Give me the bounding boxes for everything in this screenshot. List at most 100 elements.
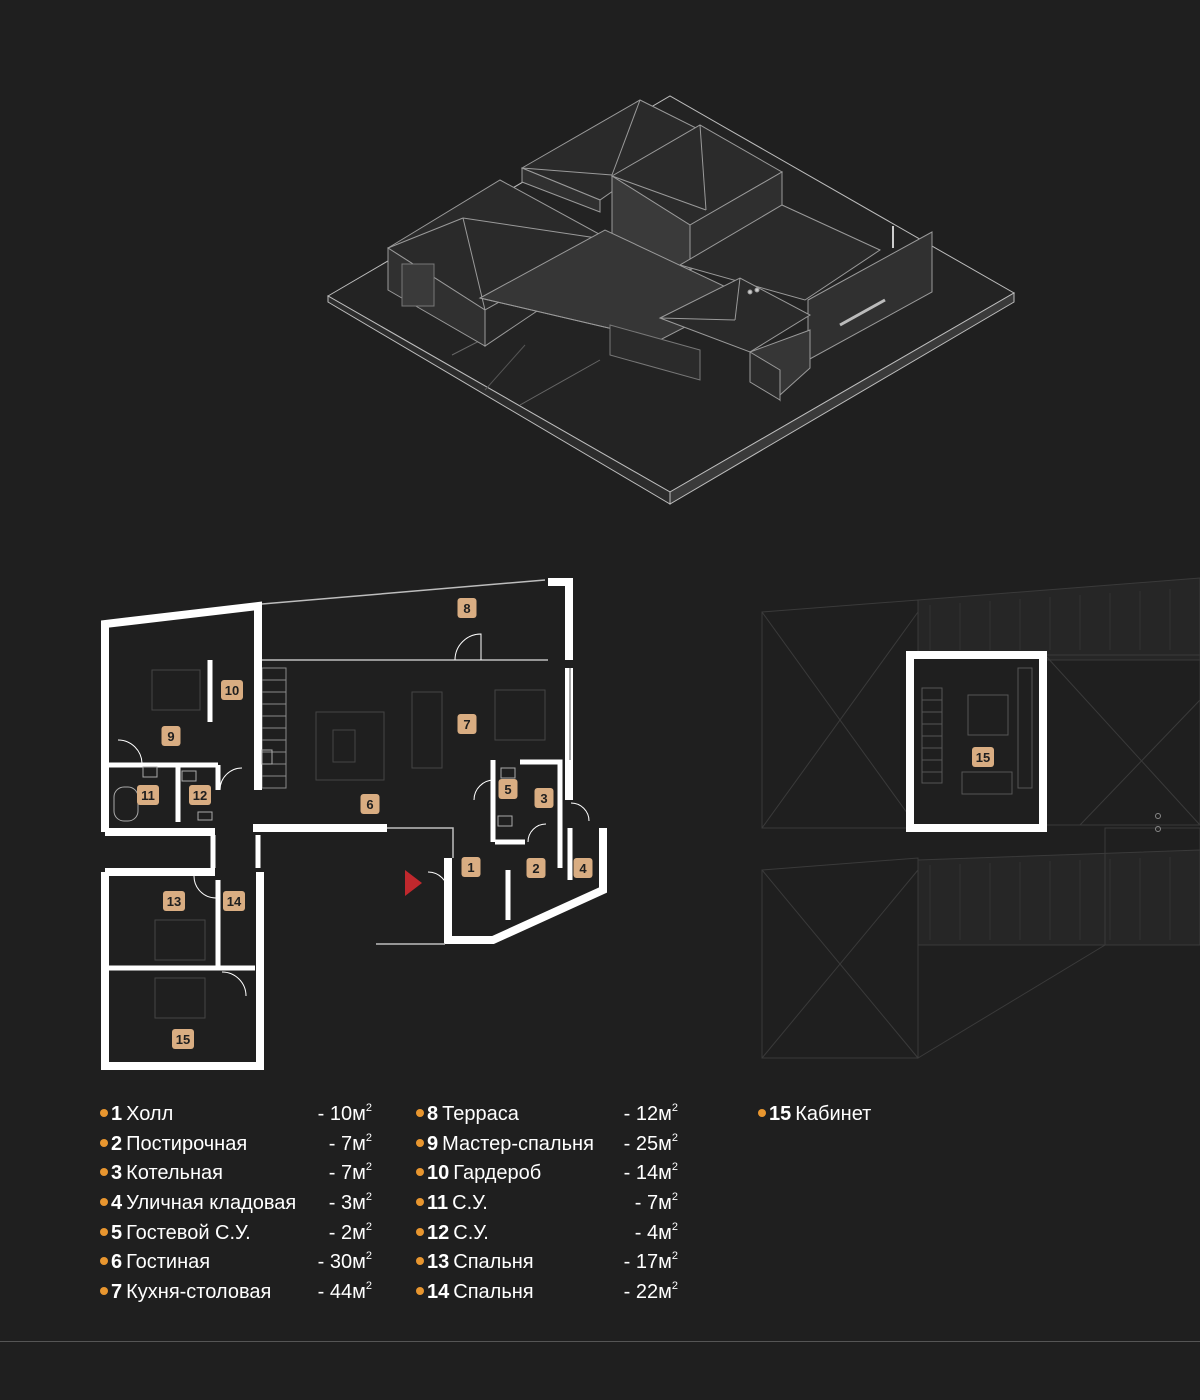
room-badge-label: 14	[227, 894, 242, 909]
legend-area-unit-exponent: 2	[365, 1280, 372, 1293]
legend-room-name: Уличная кладовая	[126, 1192, 297, 1215]
room-badge-2: 2	[526, 858, 546, 878]
legend-room-name: С.У.	[453, 1221, 489, 1244]
legend-area-value: - 14м	[623, 1162, 672, 1185]
legend-area-value: - 12м	[623, 1103, 672, 1125]
isometric-house-view	[327, 95, 1016, 505]
main-floor-plan	[101, 578, 607, 1070]
legend-number: 3	[111, 1162, 123, 1185]
room-badge-14: 14	[223, 891, 245, 911]
legend-room-area: - 14м2	[624, 1159, 678, 1189]
legend-room-area: - 10м2	[318, 1100, 372, 1130]
room-badge-3: 3	[534, 788, 554, 808]
legend-number: 1	[111, 1103, 123, 1125]
room-badge-label: 10	[225, 683, 239, 698]
legend-room-area: - 7м2	[329, 1130, 372, 1160]
room-badge-9: 9	[161, 726, 181, 746]
legend-area-unit-exponent: 2	[365, 1131, 372, 1144]
legend-room-area: - 7м2	[635, 1189, 678, 1219]
legend-room-area: - 17м2	[624, 1248, 678, 1278]
legend-area-unit-exponent: 2	[671, 1131, 678, 1144]
legend-room-name: Кухня-столовая	[126, 1281, 272, 1304]
legend-area-value: - 3м	[328, 1192, 366, 1215]
bullet-dot-icon	[100, 1287, 108, 1296]
legend-area-unit-exponent: 2	[671, 1220, 678, 1233]
legend-number: 12	[427, 1221, 450, 1244]
bullet-dot-icon	[100, 1168, 108, 1177]
room-badge-label: 4	[579, 861, 587, 876]
bullet-dot-icon	[758, 1109, 766, 1117]
bullet-dot-icon	[100, 1257, 108, 1266]
footer-divider	[0, 1341, 1200, 1342]
master-wing-walls	[101, 601, 262, 832]
entrance-arrow	[405, 870, 422, 896]
room-badge-label: 8	[463, 601, 470, 616]
bullet-dot-icon	[416, 1227, 424, 1236]
legend-room-area: - 7м2	[329, 1159, 372, 1189]
bullet-dot-icon	[416, 1138, 424, 1147]
legend-number: 5	[111, 1221, 123, 1244]
room-badge-label: 15	[176, 1032, 190, 1047]
legend-room-area: - 30м2	[318, 1248, 372, 1278]
legend-number: 15	[769, 1103, 792, 1125]
legend-number: 6	[111, 1251, 123, 1274]
legend-area-value: - 4м	[634, 1221, 672, 1244]
legend-room-area: - 4м2	[635, 1219, 678, 1249]
legend-area-value: - 2м	[328, 1221, 366, 1244]
legend-room-name: С.У.	[452, 1192, 488, 1215]
legend-area-value: - 17м	[623, 1251, 672, 1274]
legend-area-unit-exponent: 2	[671, 1102, 678, 1114]
room-badge-label: 6	[366, 797, 373, 812]
room-badge-label: 12	[193, 788, 207, 803]
room-badge-label: 15	[976, 750, 990, 765]
legend-number: 9	[427, 1132, 439, 1155]
ground-slab-front-right	[669, 292, 1015, 505]
legend-room-area: - 3м2	[329, 1189, 372, 1219]
legend-number: 14	[427, 1281, 450, 1304]
right-block-roof	[678, 204, 882, 301]
legend-room-name: Мастер-спальня	[442, 1132, 594, 1155]
legend-number: 10	[427, 1162, 450, 1185]
legend-number: 4	[111, 1192, 123, 1215]
legend-area-value: - 30м	[317, 1251, 366, 1274]
legend-area-unit-exponent: 2	[365, 1220, 372, 1233]
room-badge-7: 7	[457, 714, 477, 734]
upper-floor-plan	[761, 577, 1200, 1059]
room-badge-5: 5	[498, 779, 518, 799]
legend-area-value: - 22м	[623, 1281, 672, 1304]
service-walls	[444, 828, 607, 944]
legend-area-value: - 7м	[634, 1192, 672, 1215]
legend-area-unit-exponent: 2	[671, 1161, 678, 1174]
legend-room-name: Гостевой С.У.	[126, 1221, 251, 1244]
legend-area-value: - 7м	[328, 1132, 366, 1155]
room-badge-13: 13	[163, 891, 185, 911]
room-badge-11: 11	[137, 785, 159, 805]
legend-room-name: Холл	[126, 1103, 174, 1125]
room-badge-label: 5	[504, 782, 511, 797]
legend-room-area: - 44м2	[318, 1278, 372, 1308]
bullet-dot-icon	[416, 1168, 424, 1177]
legend-room-name: Гардероб	[453, 1162, 542, 1185]
legend-area-value: - 44м	[317, 1281, 366, 1304]
room-badge-6: 6	[360, 794, 380, 814]
bullet-dot-icon	[416, 1198, 424, 1207]
legend-room-name: Кабинет	[795, 1103, 872, 1125]
legend-area-unit-exponent: 2	[671, 1280, 678, 1293]
legend-room-name: Терраса	[442, 1103, 519, 1125]
legend-number: 7	[111, 1281, 123, 1304]
room-badge-15: 15	[172, 1029, 194, 1049]
legend-room-area: - 12м2	[624, 1100, 678, 1130]
